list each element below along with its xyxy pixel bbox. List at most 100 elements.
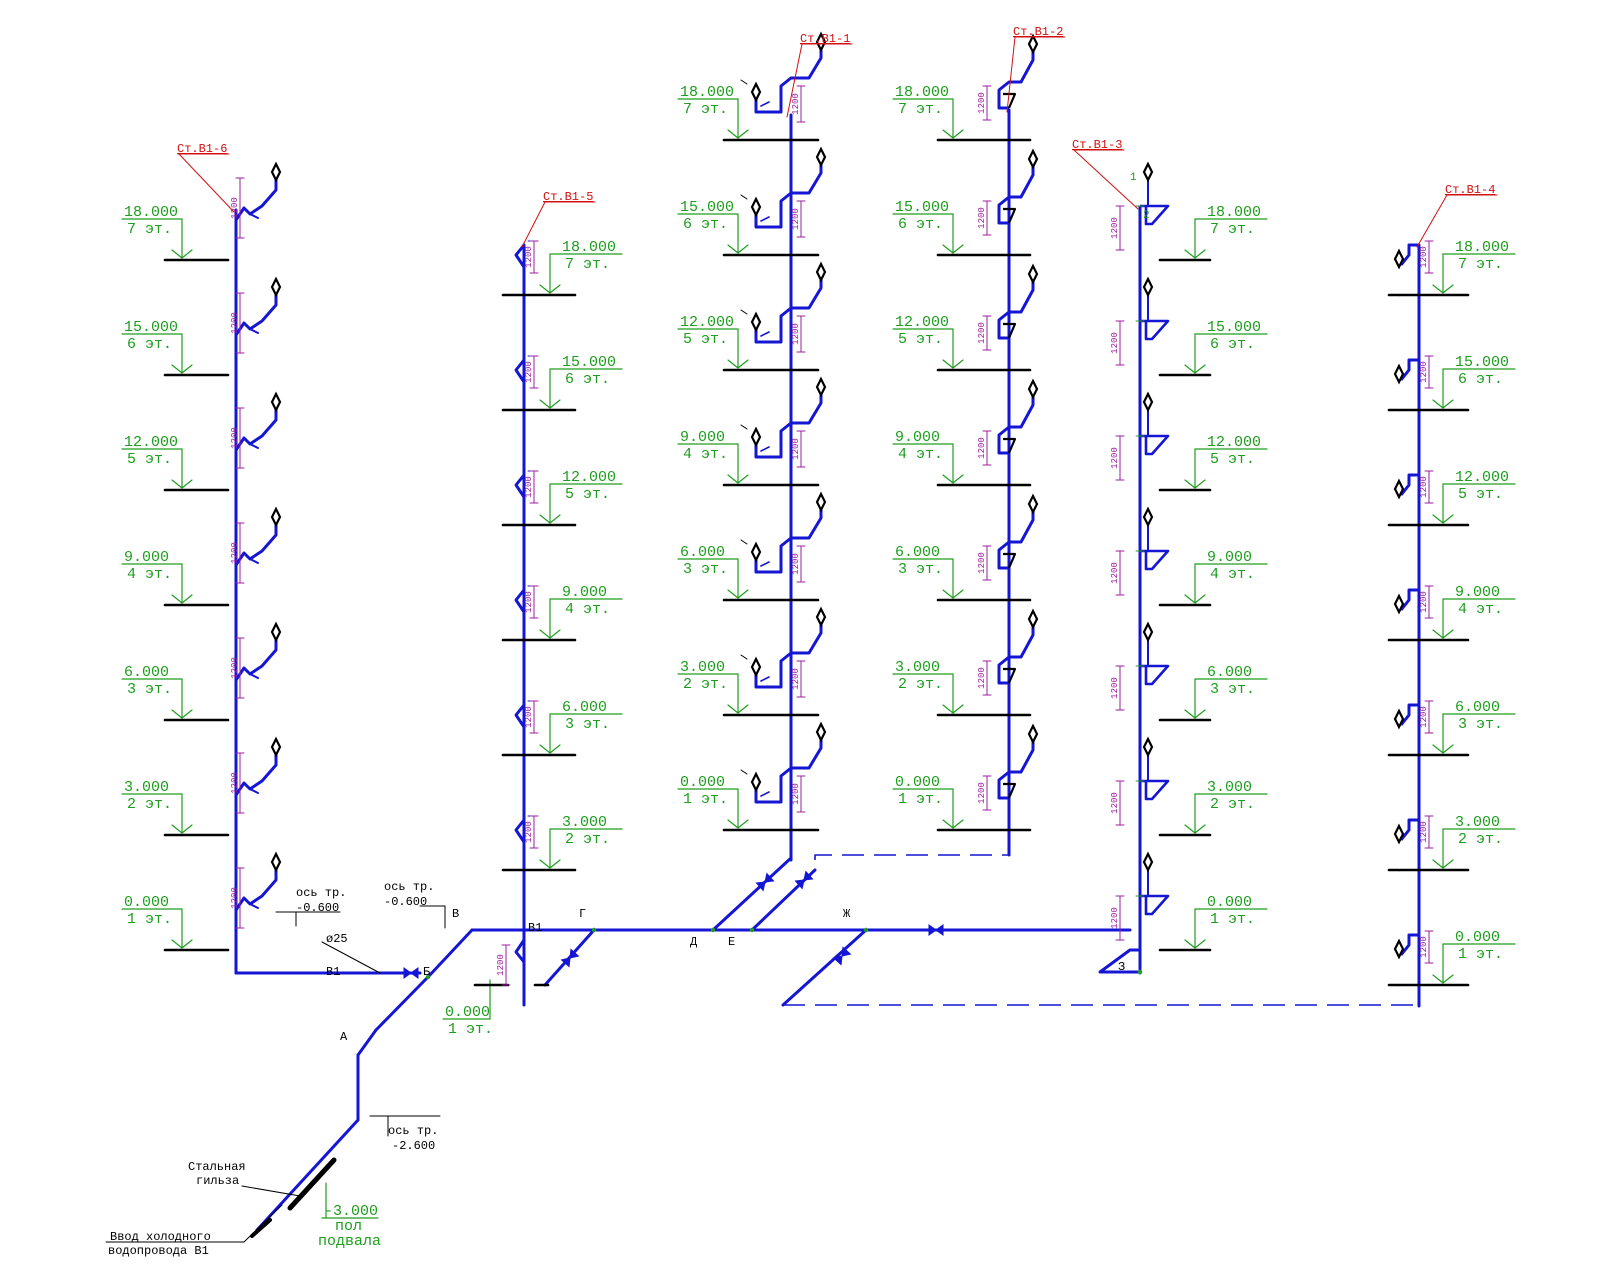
r4-level-7-floor: 7 эт.	[1458, 256, 1503, 273]
basement-label-line1: пол	[335, 1218, 362, 1235]
r3-dim-6: 1200	[1110, 320, 1125, 366]
r6-dim-4: 1200	[230, 522, 245, 584]
r5-dim-7-label: 1200	[524, 246, 534, 268]
r5-level-1-floor: 1 эт.	[448, 1021, 493, 1038]
r3-level-7-elev: 18.000	[1207, 204, 1261, 221]
r1-level-7-elev: 18.000	[680, 84, 734, 101]
r4-level-3-floor: 3 эт.	[1458, 716, 1503, 733]
node-2: 2	[1143, 210, 1150, 222]
r4-dim-2-label: 1200	[1419, 821, 1429, 843]
r2-level-4-elev: 9.000	[895, 429, 940, 446]
r4-fixture-4	[1387, 588, 1419, 642]
r1-level-5-elev: 12.000	[680, 314, 734, 331]
r2-dim-4: 1200	[977, 430, 992, 466]
r5-dim-2-label: 1200	[524, 821, 534, 843]
r1-level-3-elev: 6.000	[680, 544, 725, 561]
valve-d	[755, 872, 775, 892]
r4-dim-5: 1200	[1419, 470, 1434, 504]
r1-dim-4: 1200	[791, 430, 806, 468]
node-v: В	[452, 907, 459, 921]
r5-label-text: Ст.В1-5	[543, 190, 593, 204]
r2-fixture-1	[997, 723, 1039, 800]
r3-dim-1: 1200	[1110, 895, 1125, 941]
r3-dim-1-label: 1200	[1110, 907, 1120, 929]
r2-dim-1: 1200	[977, 775, 992, 811]
r6-fixture-3	[234, 621, 282, 681]
r2-fixture-2	[997, 608, 1039, 685]
r3-level-2-floor: 2 эт.	[1210, 796, 1255, 813]
r4-dim-6: 1200	[1419, 355, 1434, 389]
r6-fixture-5	[234, 391, 282, 451]
r4-dim-7-label: 1200	[1419, 246, 1429, 268]
dashed-b1-2-link	[814, 854, 1009, 860]
dashed-connections	[783, 854, 1419, 1006]
r4-level-6-floor: 6 эт.	[1458, 371, 1503, 388]
r3-fixture-5	[1135, 391, 1170, 456]
r6-level-1-elev: 0.000	[124, 894, 169, 911]
r3-dim-5: 1200	[1110, 435, 1125, 481]
basement-elevation: -3.000	[324, 1203, 378, 1220]
r1-level-7-floor: 7 эт.	[683, 101, 728, 118]
r6-dim-1-label: 1200	[230, 887, 240, 909]
r3-dim-4: 1200	[1110, 550, 1125, 596]
r6-dim-5: 1200	[230, 407, 245, 469]
pipe-axis-2-value: -0.600	[384, 895, 427, 909]
r4-level-5-elev: 12.000	[1455, 469, 1509, 486]
r5-dim-6: 1200	[524, 355, 539, 389]
r1-level-5-floor: 5 эт.	[683, 331, 728, 348]
r6-level-7-elev: 18.000	[124, 204, 178, 221]
pipe-zh-b1-4	[781, 928, 868, 1007]
pipe-axis-2-title: ось тр.	[384, 880, 434, 894]
r1-dim-2-label: 1200	[791, 668, 801, 690]
r1-level-1-floor: 1 эт.	[683, 791, 728, 808]
r1-fixture-6	[740, 146, 827, 229]
r2-dim-6: 1200	[977, 200, 992, 236]
r5-dim-7: 1200	[524, 240, 539, 274]
r6-level-2-elev: 3.000	[124, 779, 169, 796]
r4-level-5-floor: 5 эт.	[1458, 486, 1503, 503]
r3-level-7-floor: 7 эт.	[1210, 221, 1255, 238]
r4-dim-5-label: 1200	[1419, 476, 1429, 498]
r3-fixture-4	[1135, 506, 1170, 571]
r4-fixture-3	[1387, 703, 1419, 757]
node-dot-2	[710, 927, 716, 933]
r1-fixture-5	[740, 261, 827, 344]
r1-level-6-elev: 15.000	[680, 199, 734, 216]
r2-level-1-floor: 1 эт.	[898, 791, 943, 808]
node-dot-4	[863, 927, 869, 933]
pipes	[234, 108, 1421, 1238]
r2-dim-1-label: 1200	[977, 782, 987, 804]
r6-level-3-floor: 3 эт.	[127, 681, 172, 698]
r5-dim-3: 1200	[524, 700, 539, 734]
valve-zh	[832, 946, 852, 966]
r1-fixture-3	[740, 491, 827, 574]
r1-level-1-elev: 0.000	[680, 774, 725, 791]
r3-dim-7-label: 1200	[1110, 217, 1120, 239]
r5-dim-5: 1200	[524, 470, 539, 504]
r4-label-text: Ст.В1-4	[1445, 183, 1495, 197]
r2-label: Ст.В1-2	[1006, 25, 1066, 113]
r2-fixture-5	[997, 263, 1039, 340]
r1-fixture-4	[740, 376, 827, 459]
r4-fixture-2	[1387, 818, 1419, 872]
sleeve-label-line1: Стальная	[188, 1160, 246, 1174]
pipe-axis-1-title: ось тр.	[296, 886, 346, 900]
pipe-d-b1-1	[711, 856, 793, 932]
r3-dim-2: 1200	[1110, 780, 1125, 826]
node-dot-0	[425, 974, 431, 980]
r3-level-1-elev: 0.000	[1207, 894, 1252, 911]
r3-dim-2-label: 1200	[1110, 792, 1120, 814]
axis-leaders	[105, 905, 446, 1243]
